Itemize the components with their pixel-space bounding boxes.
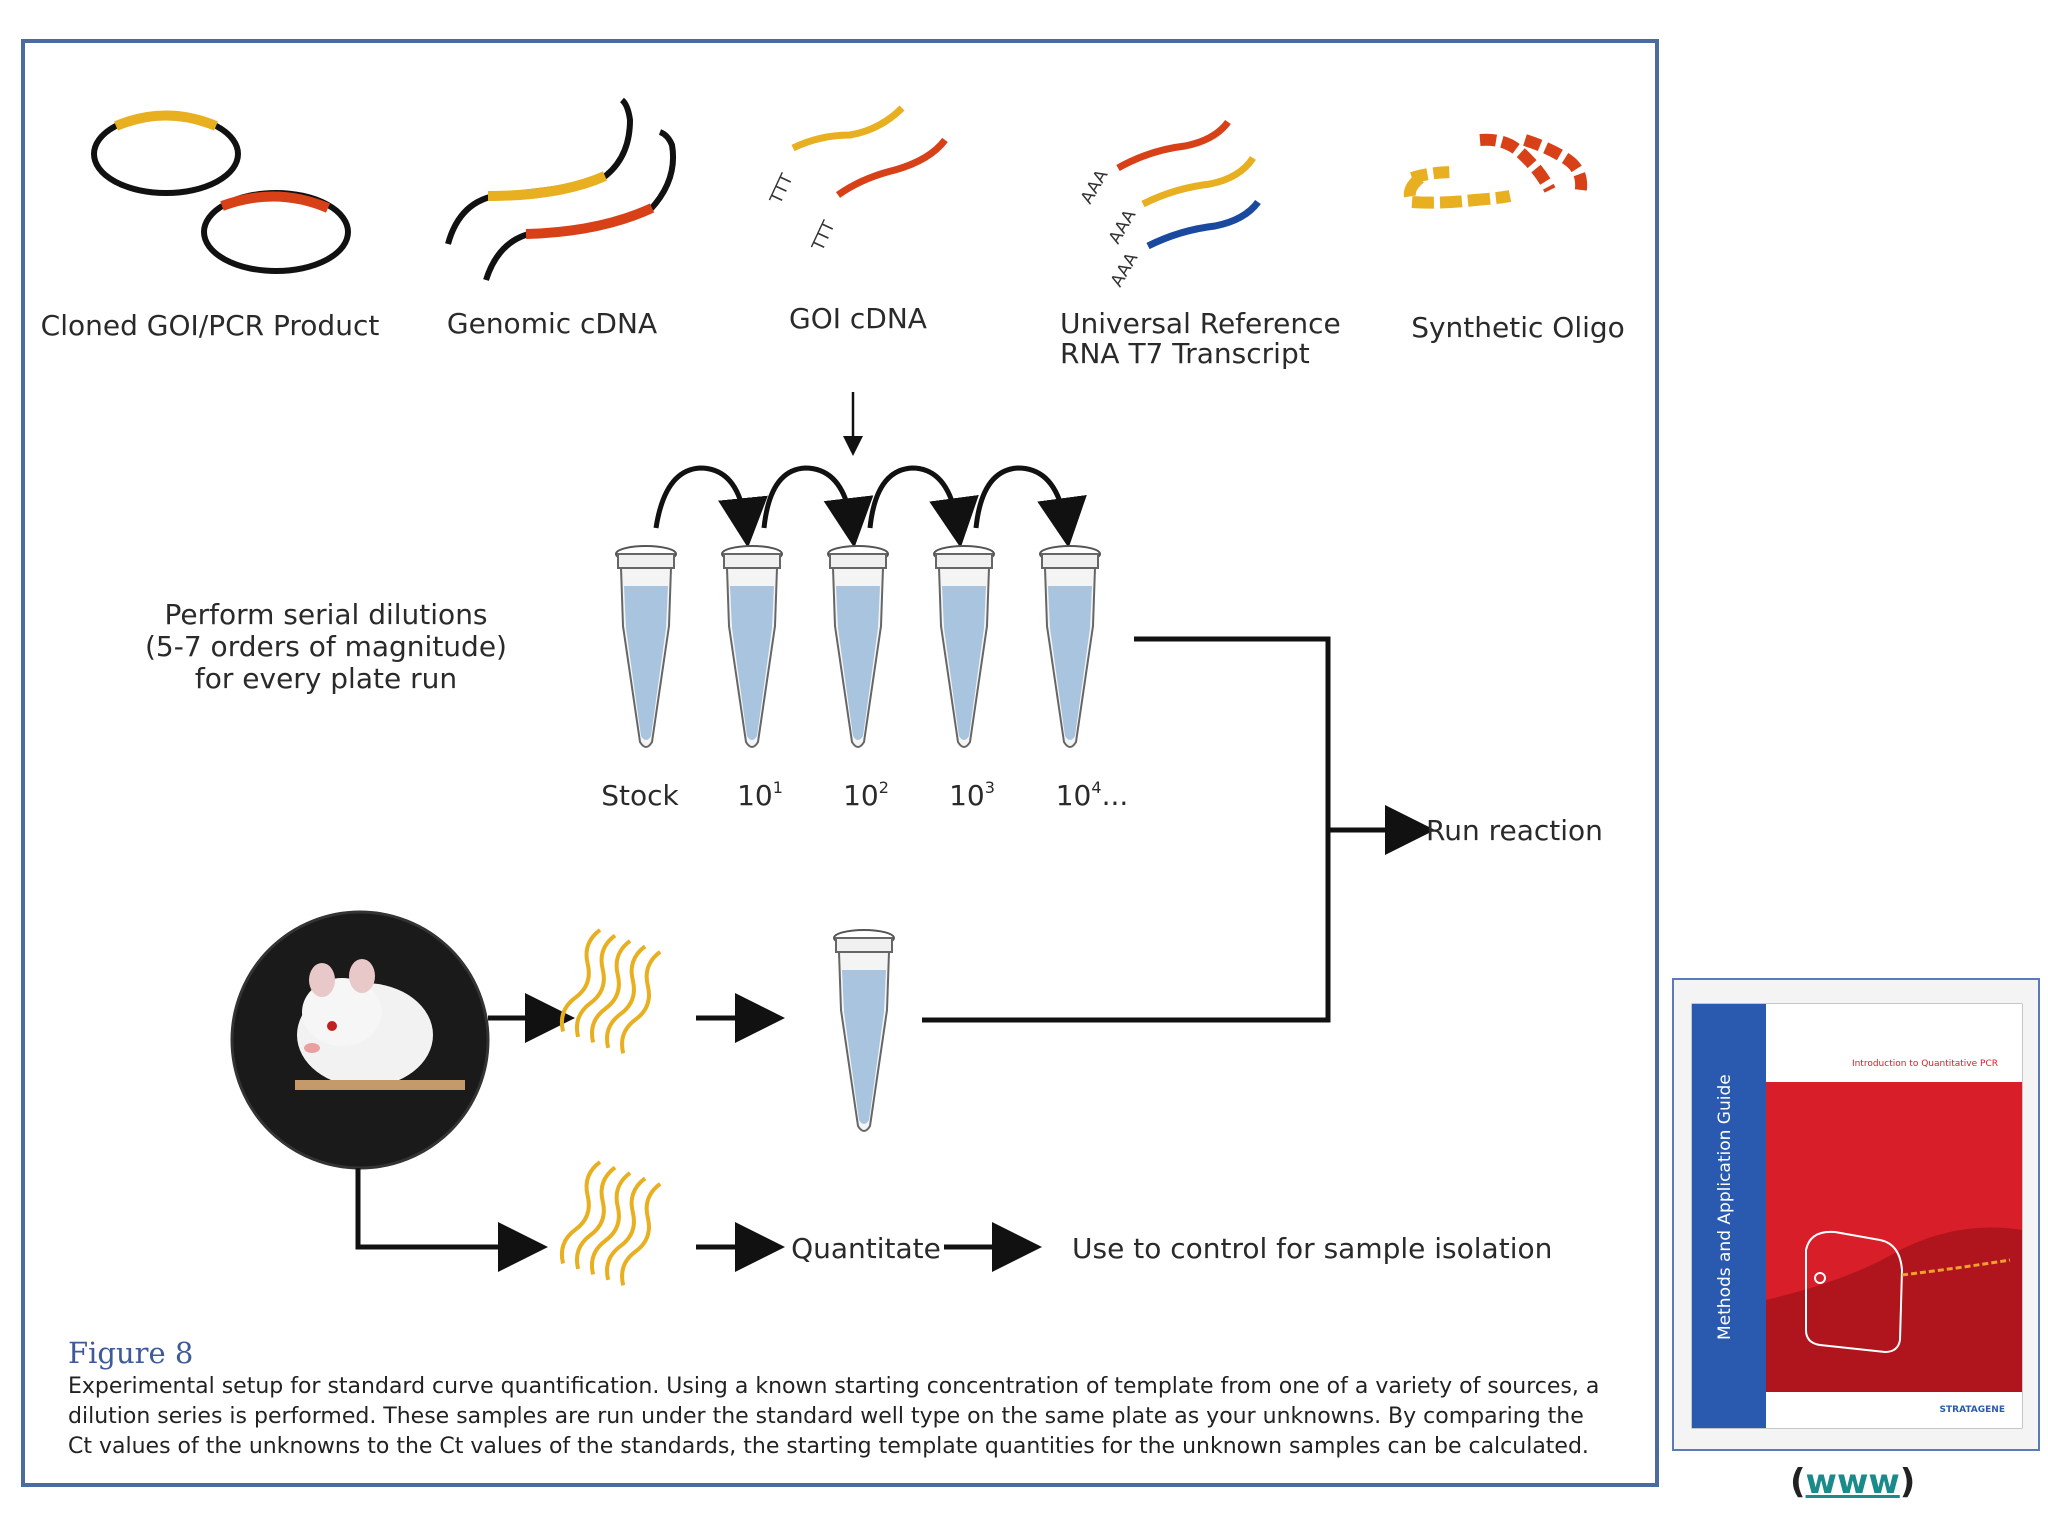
rat-photo: [230, 910, 490, 1170]
tube-label-3: 103: [949, 778, 995, 812]
ttt-mark-1: TTT: [766, 170, 798, 208]
cloned-goi-plasmids: [91, 110, 351, 274]
source-label-genomic: Genomic cDNA: [447, 307, 657, 340]
universal-reference-strands: AAA AAA AAA: [1077, 119, 1261, 291]
tube-stock: [615, 545, 677, 748]
synthetic-oligo: [1403, 133, 1588, 209]
tube-label-1: 101: [737, 778, 783, 812]
source-label-universal-1: Universal Reference: [1060, 307, 1341, 340]
link-open-paren: (: [1790, 1462, 1806, 1502]
figure-title: Figure 8: [68, 1336, 193, 1370]
sample-flow-arrows: [355, 993, 1042, 1272]
caption-line-3: Ct values of the unknowns to the Ct valu…: [68, 1434, 1589, 1459]
qpcr-instrument-icon: [1805, 1230, 2011, 1354]
tube-dilution-2: [827, 545, 889, 748]
run-connector: [922, 636, 1435, 1023]
source-label-goi: GOI cDNA: [789, 302, 927, 335]
aaa-mark-3: AAA: [1107, 249, 1142, 290]
tube-label-2: 102: [843, 778, 889, 812]
book-spine-text: Methods and Application Guide: [1715, 1074, 1735, 1340]
goi-cdna-strands: TTT TTT: [766, 105, 948, 255]
aaa-mark-1: AAA: [1077, 166, 1112, 207]
dilution-arcs: [653, 465, 1087, 548]
caption-line-1: Experimental setup for standard curve qu…: [68, 1374, 1599, 1399]
book-publisher: STRATAGENE: [1940, 1405, 2005, 1415]
genomic-cdna-strands: [445, 97, 676, 281]
book-cover-title: Introduction to Quantitative PCR: [1852, 1059, 1998, 1069]
run-reaction-label: Run reaction: [1426, 814, 1603, 847]
tube-label-stock: Stock: [601, 779, 679, 812]
ttt-mark-2: TTT: [808, 217, 840, 255]
tube-dilution-4: [1039, 545, 1101, 748]
source-link: (www): [1790, 1462, 1915, 1502]
rna-squiggles-upper: [555, 925, 668, 1058]
link-close-paren: ): [1899, 1462, 1916, 1502]
serial-text-2: (5-7 orders of magnitude): [145, 630, 507, 663]
serial-text-3: for every plate run: [195, 662, 457, 695]
tube-dilution-1: [721, 545, 783, 748]
serial-text-1: Perform serial dilutions: [164, 598, 487, 631]
control-label: Use to control for sample isolation: [1072, 1232, 1552, 1265]
aaa-mark-2: AAA: [1105, 206, 1140, 247]
caption-line-2: dilution series is performed. These samp…: [68, 1404, 1584, 1429]
rna-squiggles-lower: [555, 1157, 668, 1290]
source-label-cloned: Cloned GOI/PCR Product: [41, 309, 380, 342]
tube-dilution-3: [933, 545, 995, 748]
tube-unknown: [833, 929, 895, 1132]
book-cover-thumbnail: Methods and Application Guide Introducti…: [1672, 978, 2040, 1451]
quantitate-label: Quantitate: [791, 1232, 941, 1265]
source-label-oligo: Synthetic Oligo: [1411, 311, 1625, 344]
figure-frame: [21, 39, 1659, 1487]
source-label-universal-2: RNA T7 Transcript: [1060, 337, 1310, 370]
www-link[interactable]: www: [1805, 1462, 1900, 1502]
tube-label-4: 104...: [1056, 778, 1129, 812]
